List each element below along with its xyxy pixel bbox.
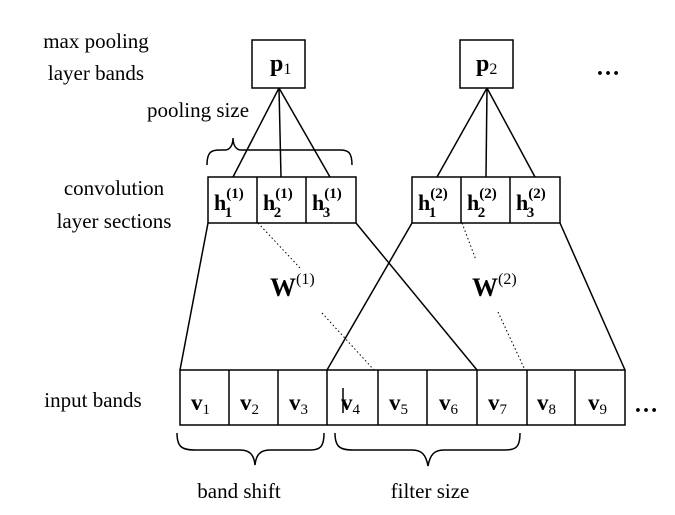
pooling-size-brace	[206, 137, 353, 166]
conv-node-h3-2: h(2)3	[516, 186, 546, 221]
pooling-node-box-2	[459, 39, 514, 89]
band-shift-label: band shift	[197, 479, 281, 503]
convolution-section-2	[411, 176, 561, 224]
convolution-layer-label-line1: convolution	[64, 176, 165, 200]
input-bands-row	[179, 369, 626, 426]
input-node-v4: v4	[341, 390, 361, 418]
input-bands-label: input bands	[44, 388, 141, 412]
pooling-connections	[232, 87, 536, 178]
pooling-size-label: pooling size	[147, 98, 249, 122]
input-node-v1: v1	[191, 390, 210, 418]
conv-node-h1-2: h(2)1	[418, 186, 448, 221]
convolution-layer-label-line2: layer sections	[57, 209, 172, 233]
convolution-section-1	[207, 176, 357, 224]
input-node-v2: v2	[240, 390, 259, 418]
conv-node-h1-1: h(1)1	[214, 186, 244, 221]
input-node-v7: v7	[488, 390, 508, 418]
conv-node-h3-1: h(1)3	[312, 186, 342, 221]
pooling-layer-label-line1: max pooling	[43, 29, 149, 53]
pooling-ellipsis: …	[596, 55, 620, 81]
conv-node-h2-1: h(1)2	[263, 186, 293, 221]
pooling-node-box-1	[251, 39, 306, 89]
weight-label-1: W(1)	[270, 271, 315, 302]
conv-node-h2-2: h(2)2	[467, 186, 497, 221]
pooling-node-1: p1	[270, 51, 291, 78]
input-node-v9: v9	[588, 390, 607, 418]
band-shift-brace	[176, 432, 325, 466]
filter-connections	[179, 222, 626, 371]
input-node-v5: v5	[389, 390, 408, 418]
input-node-v3: v3	[289, 390, 308, 418]
input-node-v6: v6	[439, 390, 459, 418]
pooling-layer-label-line2: layer bands	[48, 61, 144, 85]
filter-size-brace	[334, 432, 521, 467]
input-node-v8: v8	[537, 390, 556, 418]
filter-size-label: filter size	[391, 479, 470, 503]
input-ellipsis: …	[634, 392, 658, 418]
pooling-node-2: p2	[476, 51, 497, 78]
weight-label-2: W(2)	[472, 271, 517, 302]
